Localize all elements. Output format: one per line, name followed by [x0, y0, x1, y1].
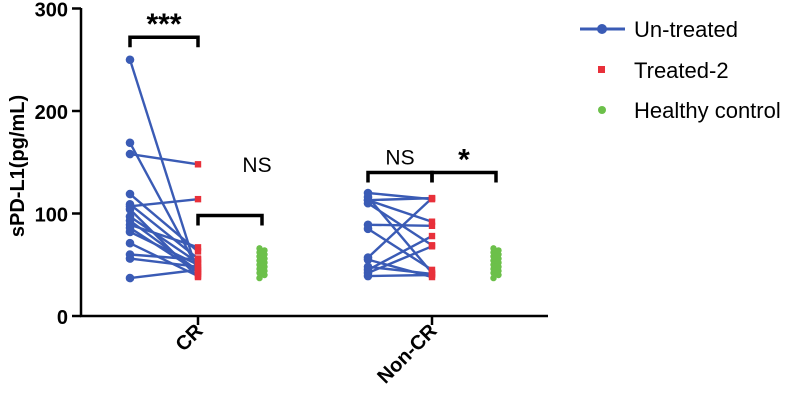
y-tick-label: 300: [35, 0, 68, 22]
treated-point: [428, 271, 436, 279]
pair-line: [129, 257, 199, 268]
legend-untreated-label: Un-treated: [634, 17, 738, 42]
pair-line: [367, 234, 433, 271]
untreated-point: [125, 254, 135, 263]
significance-annotations: *** NS NS *: [128, 8, 498, 226]
significance-label: ***: [146, 8, 181, 41]
untreated-point: [125, 273, 135, 283]
significance-bracket: [366, 170, 434, 183]
x-ticks: CR Non-CR: [172, 316, 442, 388]
pair-line: [367, 197, 433, 259]
healthy-point: [490, 245, 497, 252]
untreated-point: [363, 255, 373, 264]
pair-line: [367, 227, 433, 271]
treated-point: [194, 266, 202, 274]
significance-bracket: [196, 213, 264, 226]
pair-line: [129, 197, 199, 208]
y-tick-label: 200: [35, 102, 68, 124]
treated-point: [194, 244, 202, 251]
pair-line: [128, 142, 200, 270]
significance-label: NS: [385, 147, 414, 170]
pair-line: [129, 253, 199, 261]
treated-point: [194, 256, 202, 263]
pair-line: [129, 223, 199, 249]
healthy-point: [490, 274, 497, 282]
legend: Un-treated Treated-2 Healthy control: [580, 17, 781, 123]
x-tick-label: Non-CR: [373, 320, 442, 389]
untreated-point: [125, 138, 135, 148]
pair-line: [129, 193, 199, 253]
pair-line: [129, 152, 199, 166]
legend-item-healthy: Healthy control: [598, 98, 781, 123]
pair-line: [129, 268, 199, 280]
treated-point: [428, 266, 436, 274]
legend-treated-marker: [598, 66, 605, 73]
treated-point: [428, 243, 436, 250]
legend-healthy-label: Healthy control: [634, 98, 781, 123]
significance-label: *: [458, 144, 470, 177]
untreated-point: [125, 205, 135, 214]
treated-point: [428, 218, 436, 225]
treated-point: [428, 194, 436, 202]
legend-item-treated: Treated-2: [598, 58, 729, 83]
legend-treated-label: Treated-2: [634, 58, 729, 83]
x-tick-label: CR: [172, 320, 208, 356]
pair-line: [129, 215, 199, 264]
untreated-point: [125, 55, 135, 65]
treated-point: [194, 195, 202, 203]
pair-line: [367, 245, 433, 275]
treated-point: [194, 161, 202, 168]
healthy-point: [261, 247, 268, 254]
significance-label: NS: [242, 154, 271, 177]
y-axis-label: sPD-L1(pg/mL): [7, 95, 29, 237]
significance-bracket: [430, 170, 498, 183]
y-tick-label: 0: [57, 307, 68, 329]
healthy-point: [256, 274, 263, 282]
untreated-point: [363, 271, 373, 281]
treated-point: [428, 222, 436, 229]
significance-bracket: [128, 35, 200, 48]
untreated-point: [125, 149, 135, 159]
untreated-point: [363, 224, 373, 234]
y-ticks: 0 100 200 300: [35, 0, 81, 329]
untreated-point: [125, 227, 135, 237]
pair-line: [129, 203, 199, 260]
pair-line: [367, 273, 433, 278]
untreated-point: [125, 189, 135, 199]
healthy-point: [495, 247, 502, 254]
legend-untreated-marker: [597, 24, 607, 34]
pair-line: [367, 196, 433, 202]
pair-line: [128, 59, 200, 275]
treated-point: [194, 248, 202, 255]
untreated-point: [125, 238, 135, 248]
pair-lines: [128, 59, 433, 280]
legend-healthy-marker: [598, 106, 606, 114]
treated-point: [194, 272, 202, 280]
pair-line: [367, 223, 433, 227]
y-tick-label: 100: [35, 205, 68, 227]
treated-point: [428, 232, 436, 240]
data-points: [125, 55, 502, 283]
pair-line: [367, 199, 433, 223]
untreated-point: [363, 198, 373, 208]
healthy-point: [256, 245, 263, 252]
legend-item-untreated: Un-treated: [580, 17, 738, 42]
